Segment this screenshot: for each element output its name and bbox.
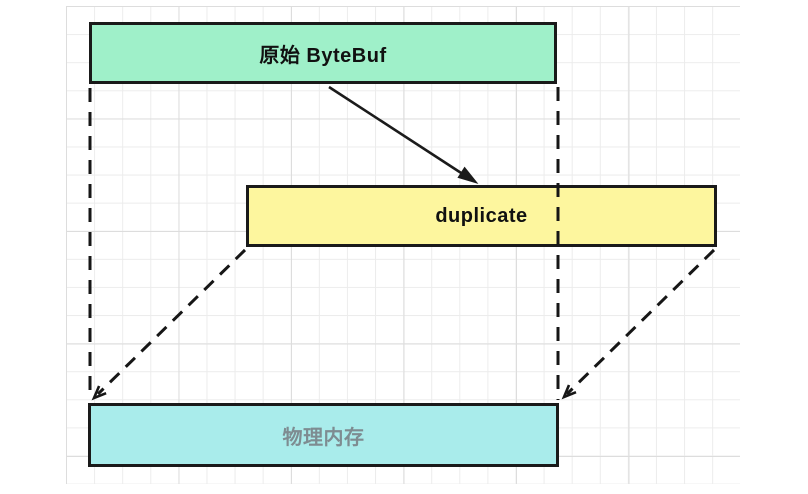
node-physical-memory: 物理内存 bbox=[88, 403, 559, 467]
node-duplicate: duplicate bbox=[246, 185, 717, 247]
node-original-bytebuf: 原始 ByteBuf bbox=[89, 22, 557, 84]
node-duplicate-label: duplicate bbox=[435, 204, 528, 227]
node-original-bytebuf-label: 原始 ByteBuf bbox=[259, 44, 387, 67]
node-physical-memory-label: 物理内存 bbox=[282, 426, 365, 449]
